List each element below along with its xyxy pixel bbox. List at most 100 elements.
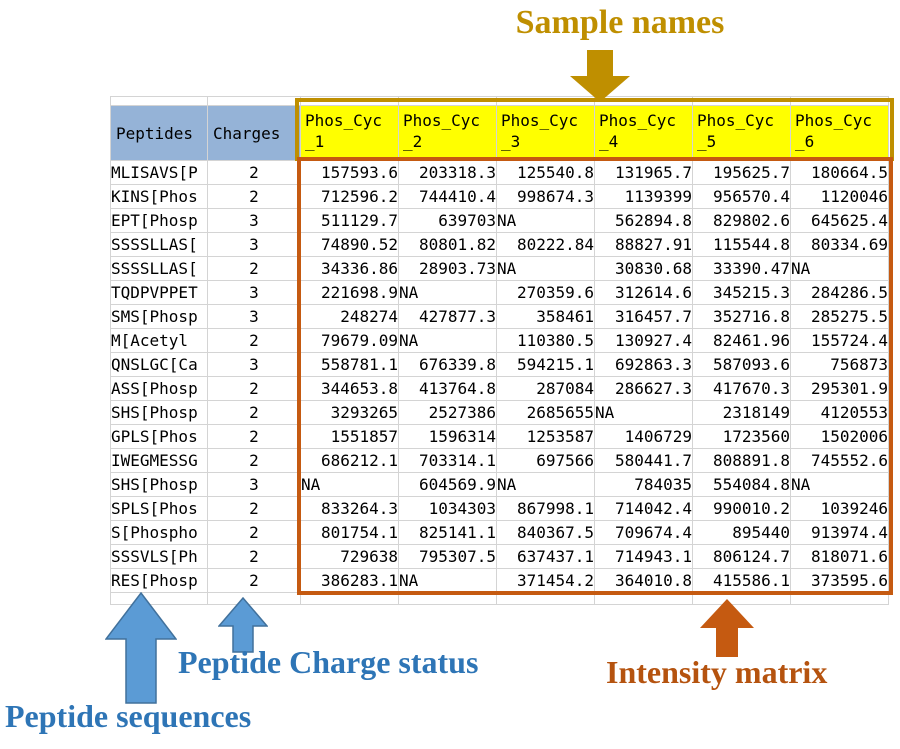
charge-cell[interactable]: 2 [207,184,301,209]
intensity-cell[interactable]: 413764.8 [398,376,497,401]
peptide-cell[interactable]: SHS[Phosp [110,472,208,497]
intensity-cell[interactable]: 1723560 [692,424,791,449]
intensity-cell[interactable]: 714943.1 [594,544,693,569]
intensity-cell[interactable]: 808891.8 [692,448,791,473]
charge-cell[interactable]: 3 [207,232,301,257]
intensity-cell[interactable]: 33390.47 [692,256,791,281]
intensity-cell[interactable]: 157593.6 [300,160,399,185]
intensity-cell[interactable]: 30830.68 [594,256,693,281]
charge-cell[interactable]: 3 [207,352,301,377]
intensity-cell[interactable]: 284286.5 [790,280,889,305]
intensity-cell[interactable]: 287084 [496,376,595,401]
intensity-cell[interactable]: 1502006 [790,424,889,449]
intensity-cell[interactable]: 756873 [790,352,889,377]
peptide-cell[interactable]: SSSVLS[Ph [110,544,208,569]
intensity-cell[interactable]: 1120046 [790,184,889,209]
charge-cell[interactable]: 2 [207,520,301,545]
intensity-cell[interactable]: 1406729 [594,424,693,449]
intensity-cell[interactable]: 115544.8 [692,232,791,257]
intensity-cell[interactable]: 998674.3 [496,184,595,209]
intensity-cell[interactable]: 155724.4 [790,328,889,353]
intensity-cell[interactable]: 801754.1 [300,520,399,545]
intensity-cell[interactable]: 248274 [300,304,399,329]
peptide-cell[interactable]: IWEGMESSG [110,448,208,473]
empty-cell[interactable] [496,592,595,605]
intensity-cell[interactable]: 604569.9 [398,472,497,497]
empty-cell[interactable] [110,96,208,106]
intensity-cell[interactable]: 125540.8 [496,160,595,185]
charge-cell[interactable]: 2 [207,496,301,521]
peptides-header-cell[interactable]: Peptides [110,105,208,161]
empty-cell[interactable] [594,592,693,605]
intensity-cell[interactable]: 1039246 [790,496,889,521]
intensity-cell[interactable]: 80222.84 [496,232,595,257]
intensity-cell[interactable]: 74890.52 [300,232,399,257]
intensity-cell[interactable]: NA [594,400,693,425]
intensity-cell[interactable]: 270359.6 [496,280,595,305]
intensity-cell[interactable]: 79679.09 [300,328,399,353]
charge-cell[interactable]: 3 [207,472,301,497]
intensity-cell[interactable]: 709674.4 [594,520,693,545]
empty-cell[interactable] [300,592,399,605]
intensity-cell[interactable]: 285275.5 [790,304,889,329]
intensity-cell[interactable]: 806124.7 [692,544,791,569]
intensity-cell[interactable]: 990010.2 [692,496,791,521]
intensity-cell[interactable]: 195625.7 [692,160,791,185]
intensity-cell[interactable]: NA [300,472,399,497]
intensity-cell[interactable]: NA [496,208,595,233]
intensity-cell[interactable]: 344653.8 [300,376,399,401]
peptide-cell[interactable]: KINS[Phos [110,184,208,209]
intensity-cell[interactable]: 637437.1 [496,544,595,569]
peptide-cell[interactable]: S[Phospho [110,520,208,545]
intensity-cell[interactable]: 712596.2 [300,184,399,209]
intensity-cell[interactable]: 956570.4 [692,184,791,209]
peptide-cell[interactable]: EPT[Phosp [110,208,208,233]
sample-header-cell[interactable]: Phos_Cyc_4 [594,105,693,161]
intensity-cell[interactable]: 415586.1 [692,568,791,593]
intensity-cell[interactable]: 221698.9 [300,280,399,305]
intensity-cell[interactable]: 714042.4 [594,496,693,521]
intensity-cell[interactable]: NA [398,280,497,305]
intensity-cell[interactable]: 2318149 [692,400,791,425]
empty-cell[interactable] [398,96,497,106]
sample-header-cell[interactable]: Phos_Cyc_1 [300,105,399,161]
peptide-cell[interactable]: QNSLGC[Ca [110,352,208,377]
intensity-cell[interactable]: 316457.7 [594,304,693,329]
peptide-cell[interactable]: RES[Phosp [110,568,208,593]
intensity-cell[interactable]: 110380.5 [496,328,595,353]
charge-cell[interactable]: 2 [207,568,301,593]
intensity-cell[interactable]: NA [496,472,595,497]
intensity-cell[interactable]: 371454.2 [496,568,595,593]
intensity-cell[interactable]: 345215.3 [692,280,791,305]
intensity-cell[interactable]: 645625.4 [790,208,889,233]
intensity-cell[interactable]: 34336.86 [300,256,399,281]
charge-cell[interactable]: 2 [207,400,301,425]
sample-header-cell[interactable]: Phos_Cyc_6 [790,105,889,161]
charge-cell[interactable]: 2 [207,376,301,401]
intensity-cell[interactable]: 358461 [496,304,595,329]
intensity-cell[interactable]: 180664.5 [790,160,889,185]
intensity-cell[interactable]: 88827.91 [594,232,693,257]
intensity-cell[interactable]: 130927.4 [594,328,693,353]
charge-cell[interactable]: 2 [207,328,301,353]
charge-cell[interactable]: 2 [207,256,301,281]
intensity-cell[interactable]: 554084.8 [692,472,791,497]
intensity-cell[interactable]: 580441.7 [594,448,693,473]
peptide-cell[interactable]: SHS[Phosp [110,400,208,425]
empty-cell[interactable] [790,592,889,605]
empty-cell[interactable] [398,592,497,605]
intensity-cell[interactable]: 82461.96 [692,328,791,353]
charge-cell[interactable]: 2 [207,448,301,473]
intensity-cell[interactable]: 4120553 [790,400,889,425]
intensity-cell[interactable]: 840367.5 [496,520,595,545]
intensity-cell[interactable]: 558781.1 [300,352,399,377]
intensity-cell[interactable]: 364010.8 [594,568,693,593]
charge-cell[interactable]: 2 [207,160,301,185]
sample-header-cell[interactable]: Phos_Cyc_3 [496,105,595,161]
sample-header-cell[interactable]: Phos_Cyc_2 [398,105,497,161]
peptide-cell[interactable]: GPLS[Phos [110,424,208,449]
intensity-cell[interactable]: 1139399 [594,184,693,209]
empty-cell[interactable] [300,96,399,106]
intensity-cell[interactable]: NA [496,256,595,281]
intensity-cell[interactable]: 373595.6 [790,568,889,593]
